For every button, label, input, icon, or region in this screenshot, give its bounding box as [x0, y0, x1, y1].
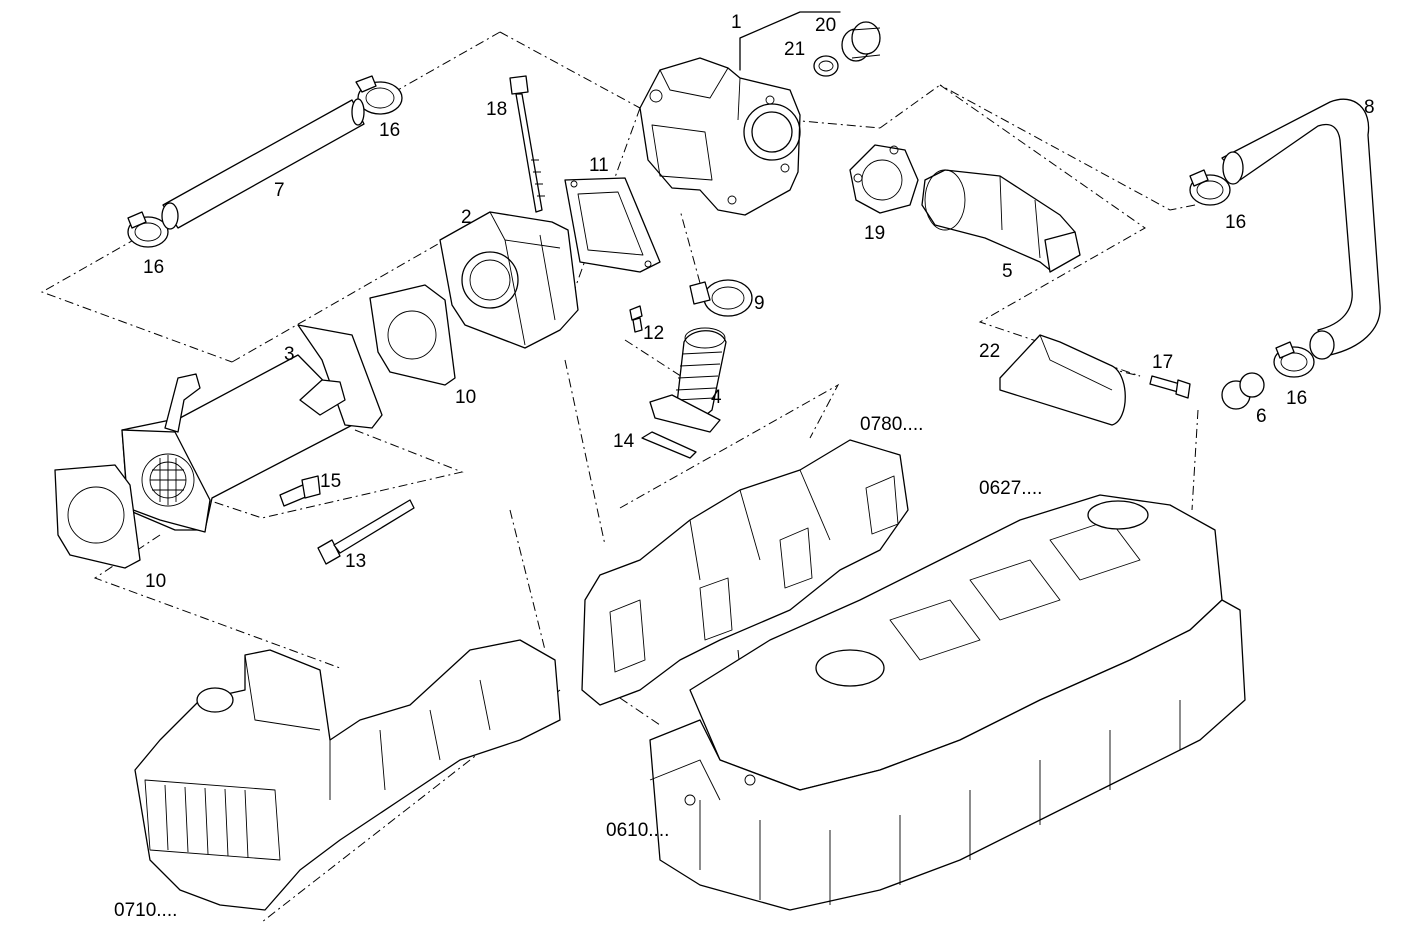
label-part-16-a: 16 — [379, 120, 400, 141]
label-part-20: 20 — [815, 15, 836, 36]
part-17-bolt — [1149, 375, 1191, 399]
part-14-gasket — [641, 431, 697, 459]
label-part-16-c: 16 — [143, 257, 164, 278]
part-3-egr-cooler — [121, 324, 383, 533]
label-part-10-b: 10 — [145, 571, 166, 592]
part-18-long-bolt — [509, 75, 545, 213]
label-part-6: 6 — [1256, 406, 1267, 427]
part-12-screw — [629, 305, 643, 333]
part-20-plug — [841, 21, 881, 62]
assembly-0710-egr-module — [134, 639, 561, 911]
part-10-gasket-upper — [369, 284, 456, 386]
part-number-labels: 1 20 21 8 18 16 11 19 7 16 2 5 16 9 12 3… — [114, 12, 1375, 921]
label-part-2: 2 — [461, 207, 472, 228]
label-part-7: 7 — [274, 180, 285, 201]
assembly-0780-exhaust-manifold — [581, 439, 909, 706]
part-16-clamp-top-center — [355, 75, 403, 115]
label-ref-0780: 0780.... — [860, 414, 923, 435]
label-part-18: 18 — [486, 99, 507, 120]
part-13-long-bolt — [317, 499, 415, 565]
part-16-clamp-right-bottom — [1273, 341, 1315, 378]
part-7-pipe — [161, 98, 365, 230]
part-11-gasket — [564, 177, 661, 273]
label-part-21: 21 — [784, 39, 805, 60]
label-part-12: 12 — [643, 323, 664, 344]
part-4-flex-pipe — [649, 327, 727, 433]
part-16-clamp-left — [127, 211, 169, 248]
label-part-17: 17 — [1152, 352, 1173, 373]
label-part-3: 3 — [284, 344, 295, 365]
part-21-o-ring — [813, 55, 839, 77]
label-part-8: 8 — [1364, 97, 1375, 118]
label-part-13: 13 — [345, 551, 366, 572]
label-part-1: 1 — [731, 12, 742, 33]
label-part-15: 15 — [320, 471, 341, 492]
part-9-clamp — [689, 279, 753, 317]
part-19-gasket — [849, 144, 919, 214]
part-22-cover — [999, 334, 1126, 426]
label-ref-0610: 0610.... — [606, 820, 669, 841]
label-part-9: 9 — [754, 293, 765, 314]
label-ref-0627: 0627.... — [979, 478, 1042, 499]
label-part-5: 5 — [1002, 261, 1013, 282]
label-part-10-a: 10 — [455, 387, 476, 408]
part-5-egr-actuator — [921, 169, 1081, 273]
label-part-4: 4 — [711, 387, 722, 408]
part-1-egr-valve-body — [639, 11, 841, 216]
assembly-0610-cylinder-head — [649, 599, 1246, 911]
part-8-hose — [1221, 98, 1381, 360]
label-part-16-b: 16 — [1225, 212, 1246, 233]
assembly-0627-intake-cover — [689, 494, 1223, 791]
label-ref-0710: 0710.... — [114, 900, 177, 921]
label-part-16-d: 16 — [1286, 388, 1307, 409]
part-6-fitting — [1221, 372, 1265, 410]
part-10-gasket-lower — [54, 464, 141, 569]
label-part-22: 22 — [979, 341, 1000, 362]
label-part-14: 14 — [613, 431, 635, 452]
label-part-19: 19 — [864, 223, 885, 244]
part-2-flange-housing — [439, 211, 579, 349]
part-15-bolt — [279, 475, 321, 507]
label-part-11: 11 — [589, 155, 609, 176]
part-16-clamp-right-top — [1189, 169, 1231, 206]
